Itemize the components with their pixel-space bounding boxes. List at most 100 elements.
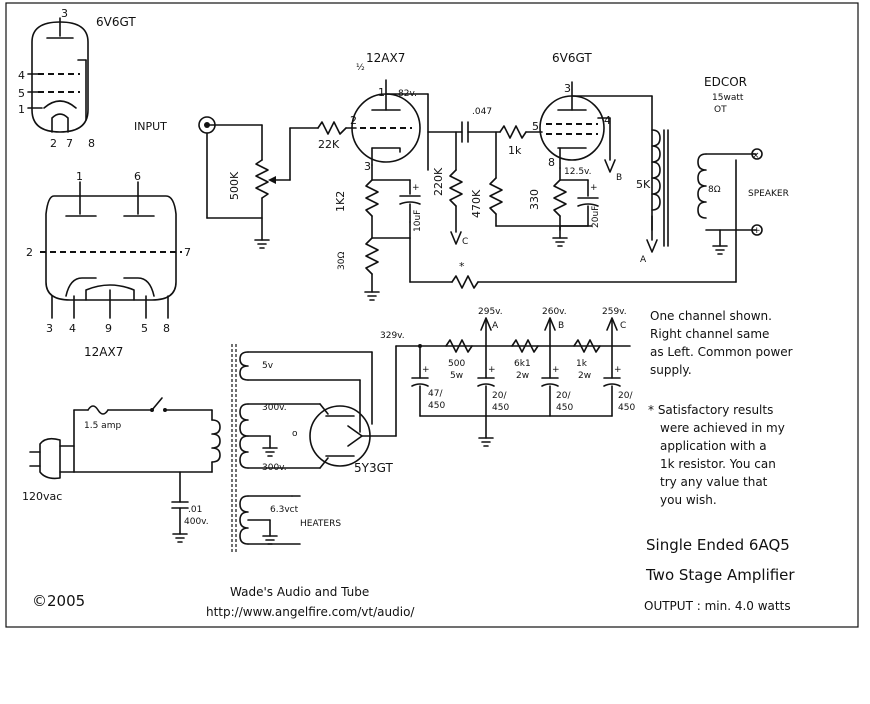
pin-label: 1 [18,103,25,116]
cap-polarity: + [422,365,430,375]
copyright: ©2005 [32,592,85,610]
node-label: A [640,255,647,265]
input-label: INPUT [134,120,167,133]
pin-label: 7 [66,137,73,150]
pin-label: 5 [141,322,148,335]
pin-label: 4 [18,69,25,82]
resistor-value: 330 [528,189,541,210]
pin-label: 8 [163,322,170,335]
pin-label: 5 [532,120,539,133]
ot-primary: 5K [636,178,651,191]
winding-label: 300v. [262,403,287,413]
cap-polarity: + [590,183,598,193]
cap-value: .01 [188,505,202,515]
node-label: B [558,321,564,331]
speaker-label: SPEAKER [748,189,789,199]
pin-label: 2 [50,137,57,150]
tube-half: ½ [356,63,365,73]
cap-value: .047 [472,107,492,117]
cap-value: 450 [556,403,573,413]
resistor-rating: 2w [516,371,529,381]
resistor-value: 1K2 [334,191,347,212]
cap-value: 450 [492,403,509,413]
heater-voltage: 6.3vct [270,505,299,515]
node-label: A [492,321,499,331]
tube-name: 5Y3GT [354,461,393,475]
cap-value: 10uF [413,210,423,232]
terminal-sign: + [753,226,761,236]
preamp-tube: ½ 12AX7 1 2 3 82v. 1K2 + 10uF 30Ω [334,51,737,301]
ot-brand: EDCOR [704,75,747,89]
tube-name: 12AX7 [84,345,123,359]
drawing-border [5,2,859,628]
rail-voltage: 295v. [478,307,503,317]
pin-label: 1 [76,170,83,183]
title-block: Single Ended 6AQ5 Two Stage Amplifier OU… [644,536,795,613]
tube-name: 12AX7 [366,51,405,65]
pin-label: 7 [184,246,191,259]
cap-value: 47/ [428,389,443,399]
symbol-12ax7: 1 6 2 7 3 4 9 5 8 12AX7 [26,170,191,359]
title-line-1: Single Ended 6AQ5 [646,536,790,554]
pin-label: 2 [26,246,33,259]
cap-polarity: + [614,365,622,375]
title-line-2: Two Stage Amplifier [645,566,795,584]
note-line: as Left. Common power [650,345,793,359]
pin-label: 1 [378,86,385,99]
filter-chain: + 47/ 450 500 5w 295v. A + 20/ 450 6k1 2… [411,307,635,447]
pin-label: 3 [364,160,371,173]
pin-label: 3 [46,322,53,335]
output-tube: 6V6GT B 3 5 4 8 12.5v. 330 + 20uF [528,51,653,247]
ot-secondary: 8Ω [708,185,721,195]
cap-value: 450 [428,401,445,411]
ct-label: o [292,429,298,439]
mains-label: 120vac [22,490,62,503]
resistor-rating: 2w [578,371,591,381]
note-line: One channel shown. [650,309,772,323]
cap-polarity: + [552,365,560,375]
asterisk: * [459,260,465,273]
cap-value: 450 [618,403,635,413]
speaker-terminal-minus [751,148,763,160]
pin-label: 5 [18,87,25,100]
footer: ©2005 Wade's Audio and Tube http://www.a… [32,585,415,619]
pin-label: 3 [61,7,68,20]
node-label: C [462,237,468,247]
pin-label: 6 [134,170,141,183]
cap-polarity: + [488,365,496,375]
power-supply: 120vac 1.5 amp .01 400v. 5v [22,307,635,552]
rail-voltage: 259v. [602,307,627,317]
pin-label: 9 [105,322,112,335]
company-url: http://www.angelfire.com/vt/audio/ [206,605,415,619]
resistor-value: 6k1 [514,359,531,369]
cap-value: 20/ [492,391,507,401]
fuse-label: 1.5 amp [84,421,121,431]
pin-label: 4 [604,114,611,127]
cap-value: 400v. [184,517,209,527]
output-transformer: EDCOR 15watt OT A 5K 8Ω × + SPEAKER [636,75,789,265]
note-line: Right channel same [650,327,769,341]
resistor-rating: 5w [450,371,463,381]
node-label: B [616,173,622,183]
pot-value: 500K [228,171,241,200]
winding-label: 5v [262,361,274,371]
resistor-value: 1k [508,144,522,157]
heaters-label: HEATERS [300,519,341,529]
tube-name: 6V6GT [552,51,592,65]
tube-name: 6V6GT [96,15,136,29]
note-line: * Satisfactory results [648,403,773,417]
node-label: C [620,321,626,331]
ot-type: OT [714,105,727,115]
pin-label: 2 [350,114,357,127]
pin-label: 3 [564,82,571,95]
note-line: were achieved in my [660,421,785,435]
ot-watts: 15watt [712,93,744,103]
note-line: application with a [660,439,767,453]
cap-value: 20uF [591,206,601,228]
resistor-value: 1k [576,359,588,369]
cap-polarity: + [412,183,420,193]
b-plus-voltage: 329v. [380,331,405,341]
terminal-sign: × [752,151,760,161]
